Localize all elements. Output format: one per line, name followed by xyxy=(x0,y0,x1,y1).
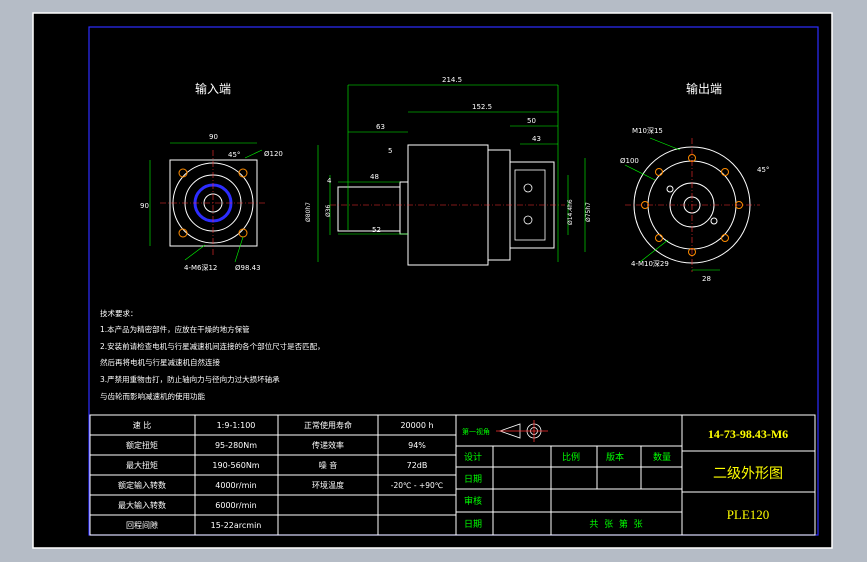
spec-value-temperature: -20℃ - +90℃ xyxy=(391,481,443,490)
spec-value-ratio: 1:9-1:100 xyxy=(217,421,256,430)
dim-right-holes-top: M10深15 xyxy=(632,126,663,135)
projection-symbol xyxy=(496,420,548,442)
dim-left-angle: 45° xyxy=(228,151,240,159)
spec-value-max-torque: 190-560Nm xyxy=(212,461,259,470)
spec-label-temperature: 环境温度 xyxy=(312,480,344,490)
notes-title: 技术要求： xyxy=(100,308,138,318)
dim-right-angle: 45° xyxy=(757,166,769,174)
dim-side-214: 214.5 xyxy=(442,76,462,84)
notes-line-4: 3.严禁用重物击打，防止轴向力与径向力过大损坏轴承 xyxy=(100,374,280,384)
drawing-model: PLE120 xyxy=(727,507,770,522)
dim-side-152: 152.5 xyxy=(472,103,492,111)
drawing-frame xyxy=(32,12,833,549)
dim-left-holes: 4-M6深12 xyxy=(184,263,217,272)
spec-label-backlash: 回程间隙 xyxy=(126,520,158,530)
spec-label-rated-speed: 额定输入转数 xyxy=(118,480,166,490)
spec-value-efficiency: 94% xyxy=(408,441,426,450)
notes-line-3: 然后再将电机与行星减速机自然连接 xyxy=(100,357,220,367)
spec-label-noise: 噪 音 xyxy=(319,460,338,470)
dim-side-63: 63 xyxy=(376,123,385,131)
spec-value-rated-speed: 4000r/min xyxy=(215,481,256,490)
side-view xyxy=(317,84,586,266)
spec-label-rated-torque: 额定扭矩 xyxy=(126,440,158,450)
dim-right-holes-bottom: 4-M10深29 xyxy=(631,259,669,268)
notes-line-5: 与齿轮而影响减速机的使用功能 xyxy=(100,391,205,401)
dim-side-4: 4 xyxy=(327,177,332,185)
dim-left-pcd: Ø98.43 xyxy=(235,264,261,272)
dim-side-50: 50 xyxy=(527,117,536,125)
drawing-code: 14-73-98.43-M6 xyxy=(708,427,788,441)
dim-side-43: 43 xyxy=(532,135,541,143)
dim-side-dia75: Ø75h7 xyxy=(585,202,592,222)
title-scale-label: 比例 xyxy=(562,451,580,463)
notes-line-1: 1.本产品为精密部件，应放在干燥的地方保管 xyxy=(100,324,250,334)
output-end-label: 输出端 xyxy=(686,81,722,96)
dim-left-circle: Ø120 xyxy=(264,150,283,158)
title-quantity-label: 数量 xyxy=(653,451,671,463)
dim-side-dia36: Ø36 xyxy=(325,204,332,217)
title-projection-label: 第一视角 xyxy=(462,427,490,436)
input-end-view xyxy=(149,142,266,263)
spec-label-ratio: 速 比 xyxy=(133,420,152,430)
spec-value-max-speed: 6000r/min xyxy=(215,501,256,510)
title-date1-label: 日期 xyxy=(464,474,482,485)
spec-label-life: 正常使用寿命 xyxy=(304,420,352,430)
dim-right-dia100: Ø100 xyxy=(620,157,639,165)
dim-side-52: 52 xyxy=(372,226,381,234)
dim-side-dia14: Ø14.4h6 xyxy=(567,199,574,225)
spec-label-efficiency: 传递效率 xyxy=(312,440,344,450)
spec-label-max-speed: 最大输入转数 xyxy=(118,500,166,510)
title-review-label: 审核 xyxy=(464,495,482,507)
spec-label-max-torque: 最大扭矩 xyxy=(126,460,158,470)
notes-line-2: 2.安装前请检查电机与行星减速机间连接的各个部位尺寸是否匹配， xyxy=(100,341,325,351)
spec-value-life: 20000 h xyxy=(400,421,433,430)
dim-side-5: 5 xyxy=(388,147,392,155)
title-version-label: 版本 xyxy=(606,451,624,463)
title-block xyxy=(455,414,816,536)
input-end-label: 输入端 xyxy=(195,81,231,96)
spec-value-backlash: 15-22arcmin xyxy=(211,521,262,530)
spec-value-noise: 72dB xyxy=(407,461,428,470)
title-design-label: 设计 xyxy=(464,451,482,463)
dim-right-28: 28 xyxy=(702,275,711,283)
spec-value-rated-torque: 95-280Nm xyxy=(215,441,257,450)
spec-table-text: 速 比 1:9-1:100 正常使用寿命 20000 h 额定扭矩 95-280… xyxy=(118,420,443,530)
drawing-name: 二级外形图 xyxy=(713,466,783,482)
dim-side-dia80: Ø80h7 xyxy=(305,202,312,222)
dim-left-height: 90 xyxy=(140,202,149,210)
dim-side-48: 48 xyxy=(370,173,379,181)
dim-left-width: 90 xyxy=(209,133,218,141)
title-date2-label: 日期 xyxy=(464,519,482,530)
title-sheets-label: 共 张 第 张 xyxy=(589,518,642,530)
output-end-view xyxy=(624,137,760,272)
